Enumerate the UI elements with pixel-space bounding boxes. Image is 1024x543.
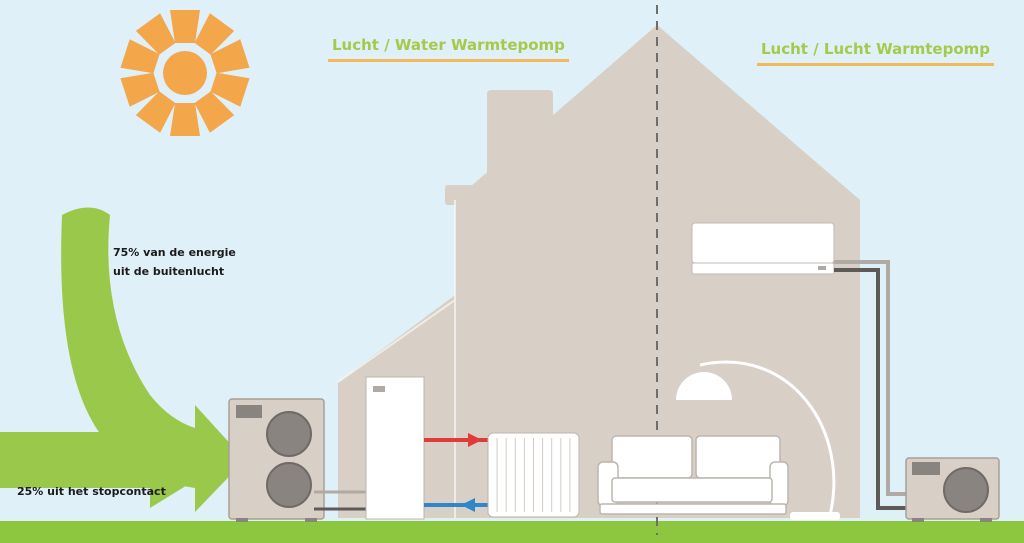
ac-indoor-unit-icon — [691, 222, 835, 275]
ac-pipe-2 — [834, 268, 914, 510]
sun-ray — [135, 91, 176, 133]
sun-ray — [194, 13, 235, 55]
grass-strip — [0, 521, 1024, 543]
sun-ray — [210, 72, 250, 107]
energy-air-label-line1: 75% van de energie — [113, 246, 236, 259]
hot-pipe-arrow — [468, 433, 482, 447]
radiator-icon — [487, 432, 580, 518]
house-outline — [337, 200, 456, 518]
ac-pipe-1 — [834, 260, 914, 496]
sun-core — [163, 51, 207, 95]
sun-ray — [135, 13, 176, 55]
boiler-icon — [365, 376, 425, 520]
lamp-base — [790, 512, 840, 520]
lamp-icon — [676, 372, 732, 400]
lamp-arc — [699, 360, 836, 516]
sun-icon — [120, 10, 250, 136]
air-air-outdoor-unit-icon — [905, 457, 1000, 522]
energy-air-label-line2: uit de buitenlucht — [113, 265, 225, 278]
sun-ray — [170, 103, 200, 136]
sofa-icon — [597, 435, 789, 515]
sun-ray — [170, 10, 200, 43]
cold-pipe-arrow — [461, 498, 475, 512]
energy-arrow-grid — [0, 412, 228, 508]
energy-grid-label: 25% uit het stopcontact — [17, 485, 166, 498]
sun-ray — [120, 39, 160, 74]
sun-ray — [194, 91, 235, 133]
sun-ray — [210, 39, 250, 74]
boiler-display — [373, 386, 385, 392]
title-air-air: Lucht / Lucht Warmtepomp — [757, 40, 995, 66]
sun-ray — [120, 72, 160, 107]
title-air-water: Lucht / Water Warmtepomp — [328, 36, 569, 62]
air-water-heat-pump-icon — [228, 398, 325, 522]
